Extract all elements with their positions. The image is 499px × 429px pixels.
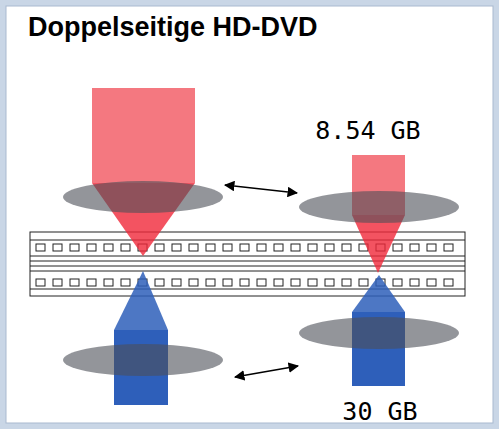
pit — [444, 244, 453, 251]
pit — [206, 244, 215, 251]
pit — [325, 244, 334, 251]
pit — [240, 244, 249, 251]
pit — [427, 279, 436, 286]
pit — [410, 279, 419, 286]
lens — [63, 181, 459, 376]
movement-arrow — [225, 185, 298, 377]
pit — [410, 244, 419, 251]
title: Doppelseitige HD-DVD — [28, 14, 318, 41]
pit — [104, 244, 113, 251]
pit — [206, 279, 215, 286]
pit — [342, 279, 351, 286]
pit — [223, 279, 232, 286]
pit — [36, 279, 45, 286]
pit — [172, 244, 181, 251]
pit — [36, 244, 45, 251]
capacity-label: 8.54 GB — [315, 118, 420, 143]
pit — [189, 244, 198, 251]
pit — [155, 244, 164, 251]
pit — [189, 279, 198, 286]
pit — [274, 244, 283, 251]
panel — [6, 6, 493, 423]
pit — [172, 279, 181, 286]
pit — [87, 279, 96, 286]
pit — [104, 279, 113, 286]
laser-beam-red-left — [92, 88, 195, 256]
pit — [308, 244, 317, 251]
pit — [257, 244, 266, 251]
pit — [70, 244, 79, 251]
pit — [444, 279, 453, 286]
pit — [53, 279, 62, 286]
pit — [291, 279, 300, 286]
pit — [325, 279, 334, 286]
pit — [274, 279, 283, 286]
pit — [359, 279, 368, 286]
pit — [393, 244, 402, 251]
pit — [53, 244, 62, 251]
pit — [427, 244, 436, 251]
pit — [393, 279, 402, 286]
pit — [342, 244, 351, 251]
pit — [121, 244, 130, 251]
pit — [240, 279, 249, 286]
pit — [70, 279, 79, 286]
pit — [155, 279, 164, 286]
capacity-label: 30 GB — [342, 399, 417, 424]
pit — [223, 244, 232, 251]
pit — [121, 279, 130, 286]
pit — [87, 244, 96, 251]
pit — [257, 279, 266, 286]
disc — [30, 232, 465, 296]
laser-beam-blue-left — [114, 271, 168, 405]
pit — [308, 279, 317, 286]
pit — [291, 244, 300, 251]
